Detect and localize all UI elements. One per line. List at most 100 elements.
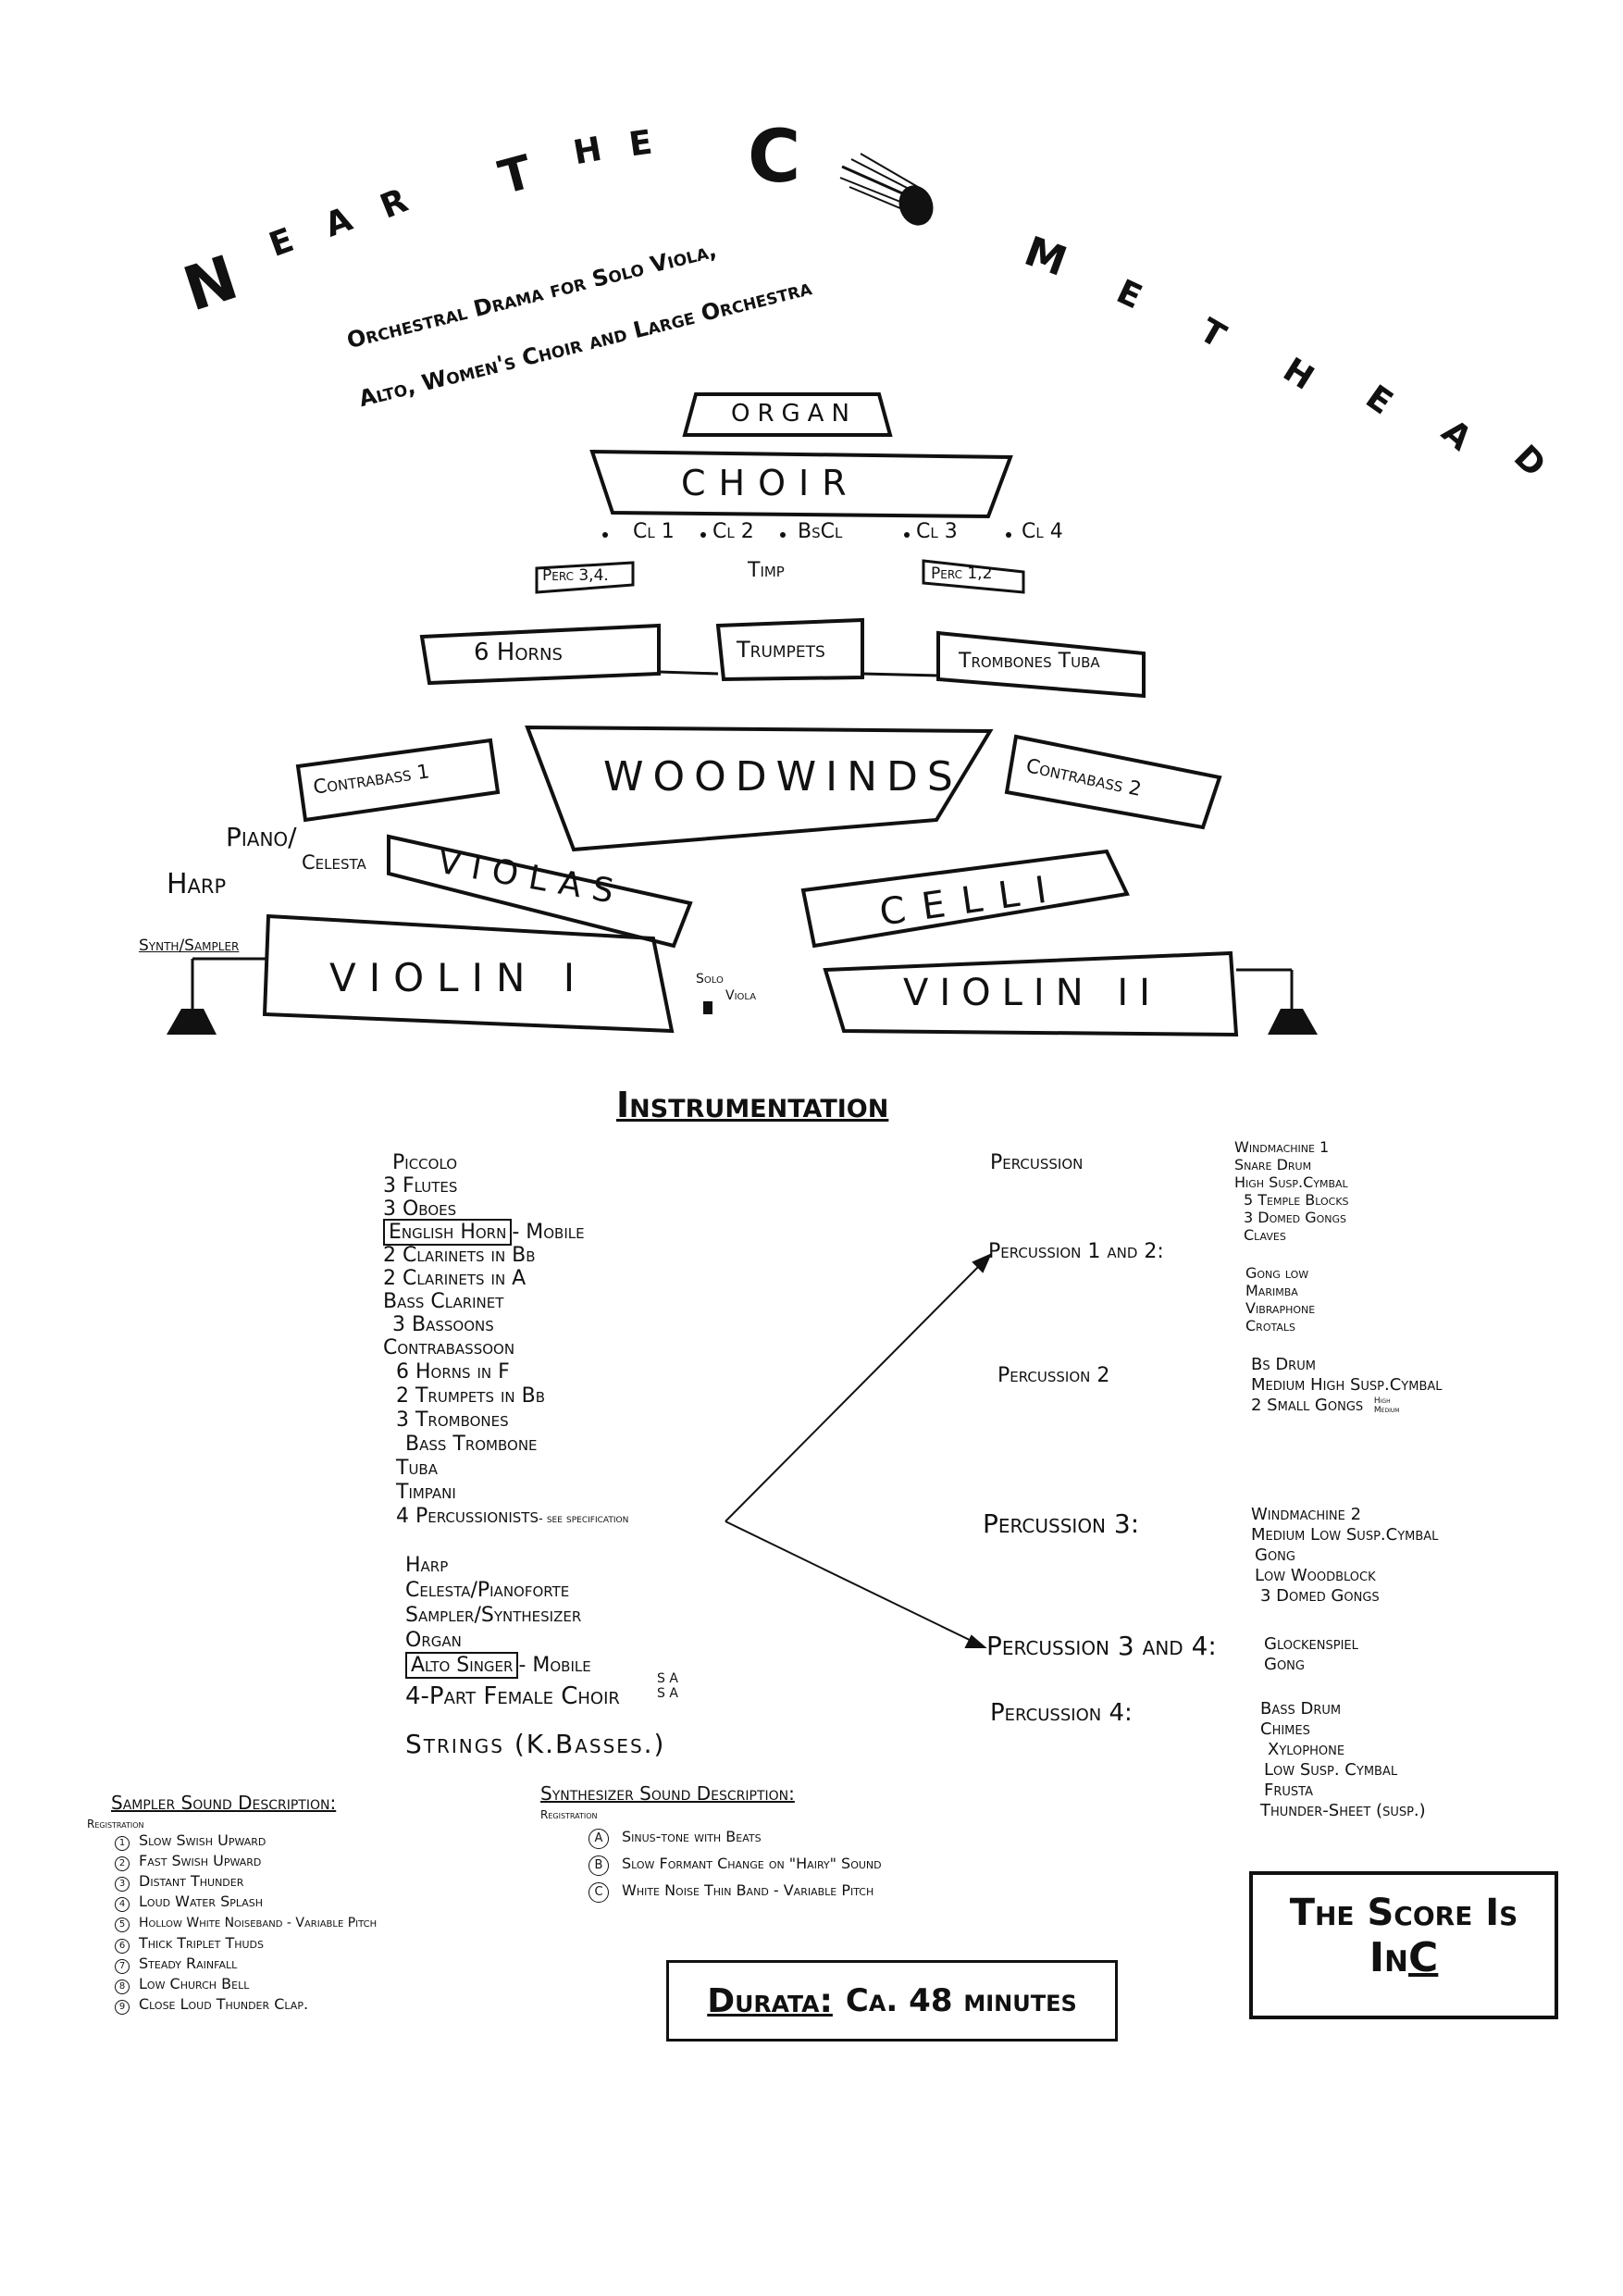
- list-item: Harp: [405, 1554, 449, 1577]
- perc-4-items: Bass Drum Chimes Xylophone Low Susp. Cym…: [1260, 1699, 1426, 1821]
- list-item: 3 Domed Gongs: [1260, 1586, 1380, 1606]
- list-item: A Sinus-tone with Beats: [588, 1823, 882, 1850]
- list-item: Chimes: [1260, 1719, 1310, 1739]
- list-item: English Horn- Mobile: [383, 1219, 585, 1246]
- registration-number: 7: [115, 1959, 130, 1974]
- perc-0-items: Windmachine 1 Snare Drum High Susp.Cymba…: [1234, 1138, 1349, 1244]
- list-item: 9 Close Loud Thunder Clap.: [115, 1994, 377, 2015]
- sampler-sound: Fast Swish Upward: [139, 1852, 262, 1869]
- sampler-registration: Registration: [87, 1818, 144, 1831]
- perc-left-label: Perc 3,4.: [542, 566, 609, 585]
- perc-4-label: Percussion 4:: [990, 1699, 1133, 1727]
- perc-3-label: Percussion 3:: [983, 1508, 1140, 1539]
- alto-singer: Alto Singer: [405, 1652, 519, 1679]
- choir-voices-top: S A: [657, 1671, 678, 1686]
- percussionists: 4 Percussionists: [396, 1505, 539, 1528]
- score-note-line-2: InC: [1253, 1934, 1555, 1981]
- choir-voices-bottom: S A: [657, 1686, 678, 1701]
- instrumentation-heading: Instrumentation: [616, 1085, 889, 1125]
- perc-right-box: [922, 559, 1025, 594]
- other-list: Harp Celesta/Pianoforte Sampler/Synthesi…: [405, 1553, 591, 1679]
- list-item: Alto Singer- Mobile: [405, 1652, 591, 1679]
- list-item: Frusta: [1264, 1781, 1313, 1800]
- list-item: Thunder-Sheet (susp.): [1260, 1801, 1426, 1820]
- list-item: Bs Drum: [1251, 1355, 1316, 1374]
- perc-2-label: Percussion 2: [997, 1364, 1110, 1387]
- clarinet-4: Cl 4: [1022, 520, 1063, 543]
- list-item: Snare Drum: [1234, 1156, 1312, 1173]
- sampler-sound: Steady Rainfall: [139, 1955, 238, 1972]
- strings: Strings (K.Basses.): [405, 1729, 666, 1759]
- sampler-heading: Sampler Sound Description:: [111, 1792, 337, 1814]
- clarinet-3: Cl 3: [916, 520, 958, 543]
- list-item: High Susp.Cymbal: [1234, 1173, 1348, 1191]
- list-item: Gong low: [1245, 1264, 1309, 1282]
- perc-12-items: Gong low Marimba Vibraphone Crotals: [1245, 1264, 1315, 1334]
- sampler-sound: Slow Swish Upward: [139, 1831, 266, 1849]
- registration-number: 6: [115, 1939, 130, 1954]
- list-item: Claves: [1244, 1226, 1286, 1244]
- list-item: Windmachine 1: [1234, 1138, 1330, 1156]
- timp-label: Timp: [748, 559, 785, 582]
- list-item: Contrabassoon: [383, 1336, 515, 1359]
- piano-label: Piano/: [226, 822, 297, 852]
- registration-number: 2: [115, 1856, 130, 1871]
- registration-number: 1: [115, 1836, 130, 1851]
- list-item: Celesta/Pianoforte: [405, 1579, 570, 1602]
- speaker-right-icon: [1236, 968, 1318, 1035]
- bass-clarinet: BsCl: [798, 520, 843, 543]
- list-item: 3 Flutes: [383, 1174, 458, 1198]
- synth-sound: Slow Formant Change on "Hairy" Sound: [622, 1855, 882, 1872]
- list-item: Timpani: [396, 1481, 456, 1504]
- list-item: 3 Distant Thunder: [115, 1871, 377, 1892]
- registration-letter: A: [588, 1829, 609, 1849]
- perc-34-label: Percussion 3 and 4:: [986, 1631, 1217, 1661]
- durata-box: Durata: Ca. 48 minutes: [666, 1960, 1118, 2042]
- synth-label: Synth/Sampler: [139, 937, 240, 955]
- perc-right-label: Perc 1,2: [931, 565, 993, 583]
- registration-letter: C: [588, 1882, 609, 1903]
- registration-number: 3: [115, 1877, 130, 1892]
- violin1-box: [262, 913, 675, 1034]
- trumpets-box: [715, 617, 864, 682]
- registration-number: 9: [115, 2000, 130, 2015]
- choir-label: CHOIR: [681, 463, 860, 503]
- gong-note-bottom: Medium: [1373, 1406, 1400, 1415]
- list-item: Gong: [1255, 1545, 1295, 1565]
- sampler-sound: Close Loud Thunder Clap.: [139, 1995, 309, 2013]
- durata-label: Durata:: [707, 1981, 833, 2020]
- percussionists-note: - see specification: [539, 1512, 629, 1526]
- list-item: Gong: [1264, 1655, 1305, 1674]
- list-item: Organ: [405, 1629, 462, 1652]
- list-item: Crotals: [1245, 1317, 1295, 1334]
- list-item: 3 Bassoons: [392, 1313, 494, 1336]
- synth-sound: Sinus-tone with Beats: [622, 1828, 762, 1845]
- sampler-sound: Hollow White Noiseband - Variable Pitch: [139, 1916, 378, 1930]
- woodwinds-label: WOODWINDS: [603, 753, 962, 800]
- durata-value: Ca. 48 minutes: [845, 1982, 1077, 2019]
- sampler-sound: Loud Water Splash: [139, 1893, 264, 1910]
- list-item: 2 Clarinets in Bb: [383, 1244, 536, 1267]
- sampler-sound: Distant Thunder: [139, 1872, 244, 1890]
- list-item: Low Woodblock: [1255, 1566, 1376, 1585]
- synth-sound: White Noise Thin Band - Variable Pitch: [622, 1881, 874, 1899]
- small-gongs: 2 Small Gongs: [1251, 1396, 1364, 1415]
- trombones-box: [936, 630, 1146, 699]
- list-item: Tuba: [396, 1457, 438, 1480]
- speaker-left-icon: [167, 957, 266, 1035]
- violin1-label: VIOLIN I: [329, 955, 588, 1000]
- perc-left-box: [535, 561, 635, 594]
- list-item: Glockenspiel: [1264, 1634, 1358, 1654]
- perc-34-items: Glockenspiel Gong: [1264, 1634, 1358, 1675]
- registration-number: 5: [115, 1917, 130, 1932]
- synth-registration: Registration: [540, 1808, 598, 1821]
- list-item: Marimba: [1245, 1282, 1298, 1299]
- organ-label: ORGAN: [731, 400, 857, 428]
- list-item: 5 Temple Blocks: [1244, 1191, 1349, 1209]
- synth-heading: Synthesizer Sound Description:: [540, 1782, 795, 1805]
- score-note-key: C: [1408, 1934, 1439, 1981]
